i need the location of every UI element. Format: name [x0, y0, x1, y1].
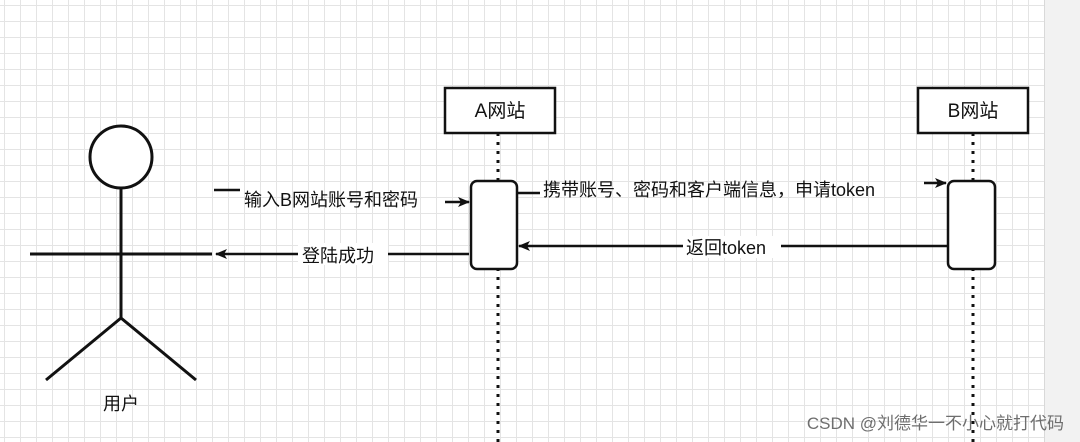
message-3-label: 返回token: [686, 238, 766, 258]
lifeline-b-label: B网站: [948, 100, 999, 122]
actor-head: [88, 124, 154, 190]
message-2-label: 携带账号、密码和客户端信息，申请token: [543, 180, 875, 200]
user-actor: [30, 124, 212, 382]
scroll-strip: [1044, 0, 1080, 442]
message-3-label-bg: [683, 236, 781, 258]
actor-label: 用户: [103, 394, 139, 414]
message-1-label: 输入B网站账号和密码: [244, 190, 418, 210]
activation-b: [946, 179, 997, 271]
watermark: CSDN @刘德华一不小心就打代码: [807, 414, 1064, 433]
lifeline-a-label: A网站: [475, 100, 526, 122]
message-4-label-bg: [298, 243, 388, 265]
actor-left-leg: [45, 316, 122, 382]
activation-a: [469, 179, 519, 271]
actor-right-leg: [120, 316, 197, 382]
lifeline-b-header: [916, 86, 1030, 135]
message-4-label: 登陆成功: [302, 246, 374, 266]
lifeline-a-header: [443, 86, 557, 135]
